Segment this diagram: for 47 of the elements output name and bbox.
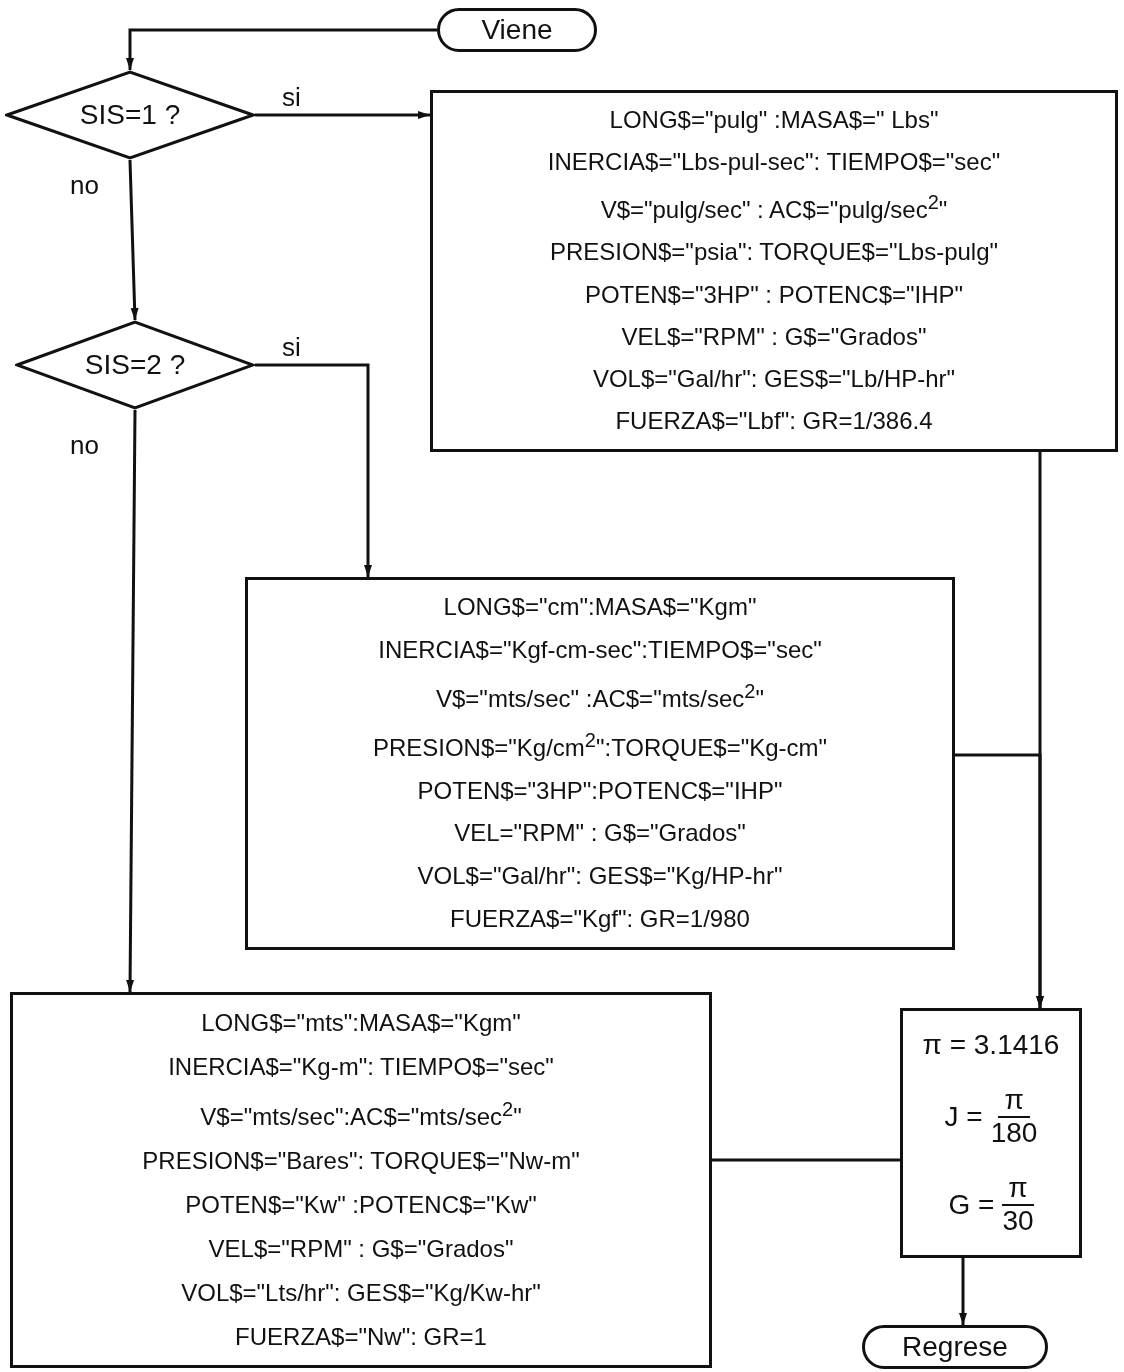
assignment-text: VEL$="RPM" : G$="Grados"	[208, 1234, 514, 1264]
assignment-text: INERCIA$="Kg-m": TIEMPO$="sec"	[168, 1052, 554, 1082]
assignment-text: LONG$="pulg" :MASA$=" Lbs"	[609, 105, 939, 135]
assignment-text: FUERZA$="Lbf": GR=1/386.4	[615, 407, 933, 437]
assignment-text: V$="pulg/sec" : AC$="pulg/sec$^{2}$"	[600, 190, 948, 225]
process-box	[900, 1008, 1082, 1258]
assignment-text: LONG$="mts":MASA$="Kgm"	[201, 1008, 521, 1038]
assignment-text: PRESION$="Kg/cm$^{2}$":TORQUE$="Kg-cm"	[372, 727, 828, 763]
connector-line	[712, 1158, 900, 1162]
arrow	[126, 28, 437, 70]
process-box	[245, 577, 955, 950]
formula-text: G =	[948, 1189, 995, 1222]
denominator-text: 180	[990, 1118, 1038, 1149]
assignment-text: FUERZA$="Kgf": GR=1/980	[450, 905, 750, 934]
denominator-text: 30	[1002, 1206, 1034, 1237]
assignment-text: VOL$="Gal/hr": GES$="Lb/HP-hr"	[592, 365, 956, 394]
arrow	[128, 159, 139, 321]
assignment-text: VEL$="RPM" : G$="Grados"	[621, 322, 927, 352]
assignment-text: PRESION$="Bares": TORQUE$="Nw-m"	[142, 1146, 580, 1176]
condition-text: SIS=2 ?	[84, 349, 186, 381]
assignment-text: VEL="RPM" : G$="Grados"	[454, 819, 746, 849]
process-box	[430, 90, 1118, 452]
process-box	[10, 992, 712, 1368]
assignment-text: PRESION$="psia": TORQUE$="Lbs-pulg"	[549, 238, 999, 268]
condition-text: SIS=1 ?	[79, 99, 181, 131]
assignment-text: POTEN$="3HP" : POTENC$="IHP"	[584, 280, 964, 310]
arrow	[959, 1258, 967, 1325]
numerator-text: π	[1002, 1173, 1034, 1207]
assignment-text: VOL$="Lts/hr": GES$="Kg/Kw-hr"	[181, 1278, 541, 1308]
formula-text: J =	[944, 1101, 983, 1134]
arrow	[955, 753, 1044, 1008]
assignment-text: POTEN$="3HP":POTENC$="IHP"	[417, 776, 783, 806]
assignment-text: POTEN$="Kw" :POTENC$="Kw"	[185, 1190, 537, 1220]
arrow	[255, 363, 372, 577]
formula-text: π = 3.1416	[922, 1029, 1060, 1062]
assignment-text: V$="mts/sec" :AC$="mts/sec$^{2}$"	[436, 678, 764, 714]
arrow	[126, 410, 137, 992]
assignment-text: LONG$="cm":MASA$="Kgm"	[443, 593, 757, 622]
assignment-text: INERCIA$="Lbs-pul-sec": TIEMPO$="sec"	[547, 147, 1001, 177]
arrow	[255, 111, 430, 119]
terminal-box: Viene	[437, 8, 597, 52]
numerator-text: π	[998, 1085, 1030, 1119]
assignment-text: FUERZA$="Nw": GR=1	[235, 1322, 487, 1352]
assignment-text: V$="mts/sec":AC$="mts/sec$^{2}$"	[200, 1096, 522, 1132]
assignment-text: VOL$="Gal/hr": GES$="Kg/HP-hr"	[417, 862, 783, 892]
assignment-text: INERCIA$="Kgf-cm-sec":TIEMPO$="sec"	[378, 635, 822, 665]
terminal-box: Regrese	[862, 1325, 1048, 1369]
